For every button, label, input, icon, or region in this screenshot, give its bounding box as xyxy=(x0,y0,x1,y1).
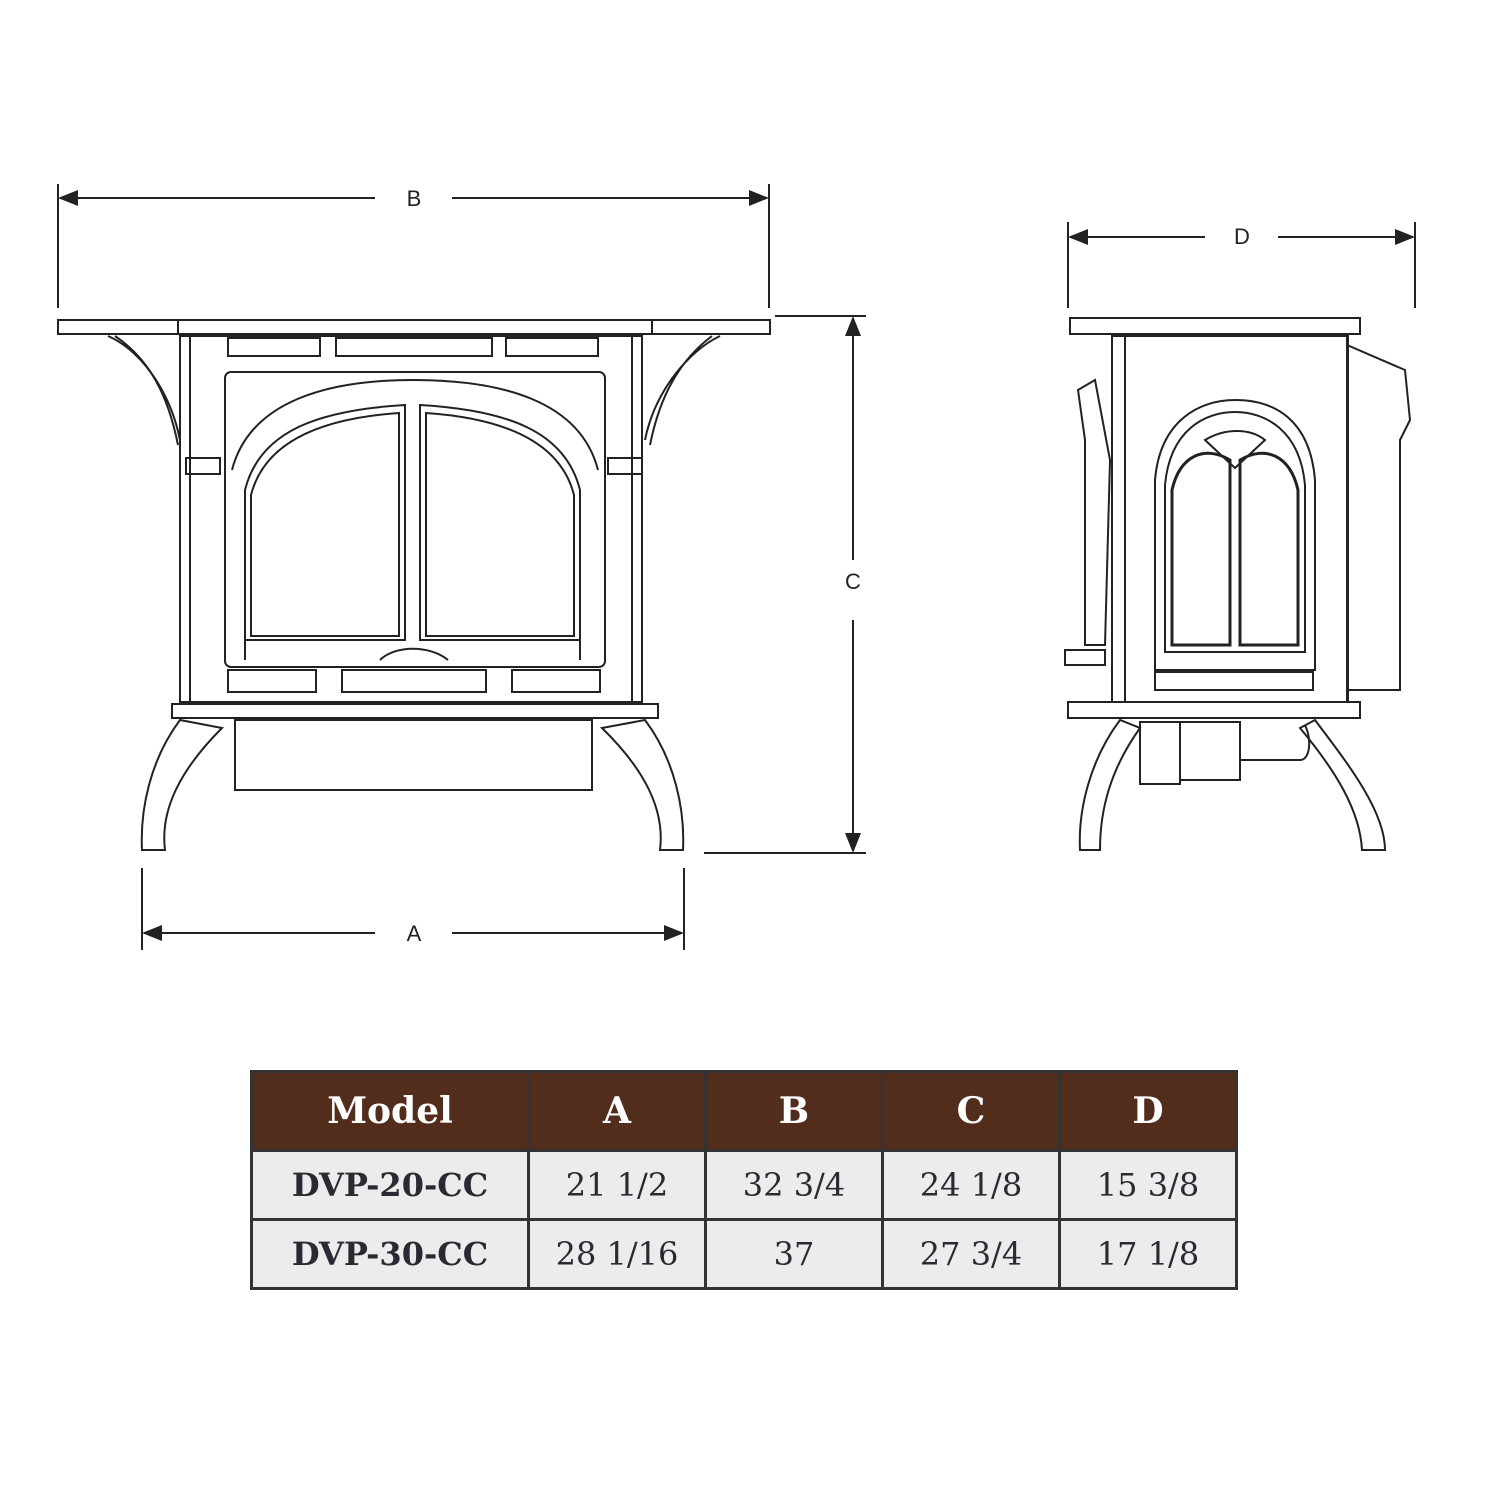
table-header-row: Model A B C D xyxy=(250,1070,1238,1152)
header-c: C xyxy=(881,1070,1061,1152)
model-cell: DVP-30-CC xyxy=(250,1218,530,1290)
dim-label-a: A xyxy=(407,921,422,946)
dimension-b: B xyxy=(57,184,770,308)
value-cell-d: 17 1/8 xyxy=(1058,1218,1238,1290)
table-row: DVP-30-CC 28 1/16 37 27 3/4 17 1/8 xyxy=(250,1218,1238,1290)
value-cell-c: 27 3/4 xyxy=(881,1218,1061,1290)
dimension-d: D xyxy=(1067,222,1416,308)
header-a: A xyxy=(527,1070,707,1152)
dimensions-table: Model A B C D DVP-20-CC 21 1/2 32 3/4 24… xyxy=(250,1070,1238,1290)
stove-front-view xyxy=(57,319,771,851)
value-cell-b: 37 xyxy=(704,1218,884,1290)
model-cell: DVP-20-CC xyxy=(250,1149,530,1221)
dim-label-d: D xyxy=(1234,224,1250,249)
dimension-a: A xyxy=(141,868,685,950)
stove-dimension-drawing: B D C A xyxy=(57,184,1416,950)
stove-side-view xyxy=(1064,317,1412,851)
table-row: DVP-20-CC 21 1/2 32 3/4 24 1/8 15 3/8 xyxy=(250,1149,1238,1221)
dim-label-c: C xyxy=(845,569,861,594)
dim-label-b: B xyxy=(407,186,422,211)
value-cell-d: 15 3/8 xyxy=(1058,1149,1238,1221)
value-cell-a: 28 1/16 xyxy=(527,1218,707,1290)
header-d: D xyxy=(1058,1070,1238,1152)
dimension-c: C xyxy=(704,315,866,854)
header-b: B xyxy=(704,1070,884,1152)
value-cell-c: 24 1/8 xyxy=(881,1149,1061,1221)
header-model: Model xyxy=(250,1070,530,1152)
value-cell-a: 21 1/2 xyxy=(527,1149,707,1221)
value-cell-b: 32 3/4 xyxy=(704,1149,884,1221)
